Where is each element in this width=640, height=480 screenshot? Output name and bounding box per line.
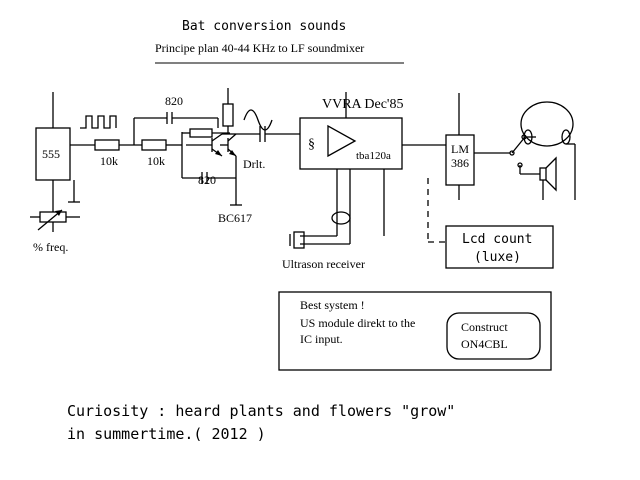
resistor-chain: 10k 10k 820	[94, 94, 219, 168]
construct-label-2: ON4CBL	[461, 337, 508, 351]
resistor-2-label: 10k	[147, 154, 165, 168]
note-box	[278, 291, 552, 371]
transistor-label: BC617	[218, 211, 252, 225]
speaker-icon	[539, 167, 547, 181]
construct-label-1: Construct	[461, 320, 508, 334]
lcd-label-2: (luxe)	[474, 250, 521, 265]
freq-potentiometer: % freq.	[30, 209, 80, 254]
output-stage	[509, 101, 576, 200]
lcd-label-1: Lcd count	[462, 232, 532, 247]
opamp-symbol: §	[308, 137, 315, 152]
cap-top-label: 820	[165, 94, 183, 108]
driver-label: Drlt.	[243, 157, 265, 171]
note-line-1: Best system !	[300, 298, 365, 312]
caption-line-1: Curiosity : heard plants and flowers "gr…	[67, 402, 455, 420]
caption-line-2: in summertime.( 2012 )	[67, 425, 266, 443]
construct-box	[446, 312, 541, 360]
lcd-count-box	[445, 225, 554, 269]
square-wave-icon	[80, 115, 117, 129]
freq-pot-label: % freq.	[33, 240, 68, 254]
headphones-icon	[520, 101, 574, 147]
ultrason-receiver: Ultrason receiver	[282, 211, 365, 271]
receiver-label: Ultrason receiver	[282, 257, 365, 271]
note-line-3: IC input.	[300, 332, 343, 346]
tba-label: tba120a	[356, 150, 391, 162]
transistor-stage: 820 Drlt. BC617	[181, 88, 265, 225]
ic-555: 555	[35, 92, 95, 212]
tba120-block: § tba120a VVRA Dec'85	[299, 92, 446, 236]
diagram-title: Bat conversion sounds	[182, 19, 346, 34]
coupling-capacitor	[236, 126, 300, 142]
ic-555-label: 555	[42, 147, 60, 161]
resistor-1-label: 10k	[100, 154, 118, 168]
lm386-block: LM 386	[427, 93, 510, 243]
lm-label-2: 386	[451, 156, 469, 170]
lm-label-1: LM	[451, 142, 469, 156]
diagram-subtitle: Principe plan 40-44 KHz to LF soundmixer	[155, 41, 364, 55]
note-line-2: US module direkt to the	[300, 316, 415, 330]
cap-bottom-label: 820	[198, 173, 216, 187]
sine-wave-icon	[243, 109, 273, 131]
vvra-label: VVRA Dec'85	[322, 97, 403, 112]
